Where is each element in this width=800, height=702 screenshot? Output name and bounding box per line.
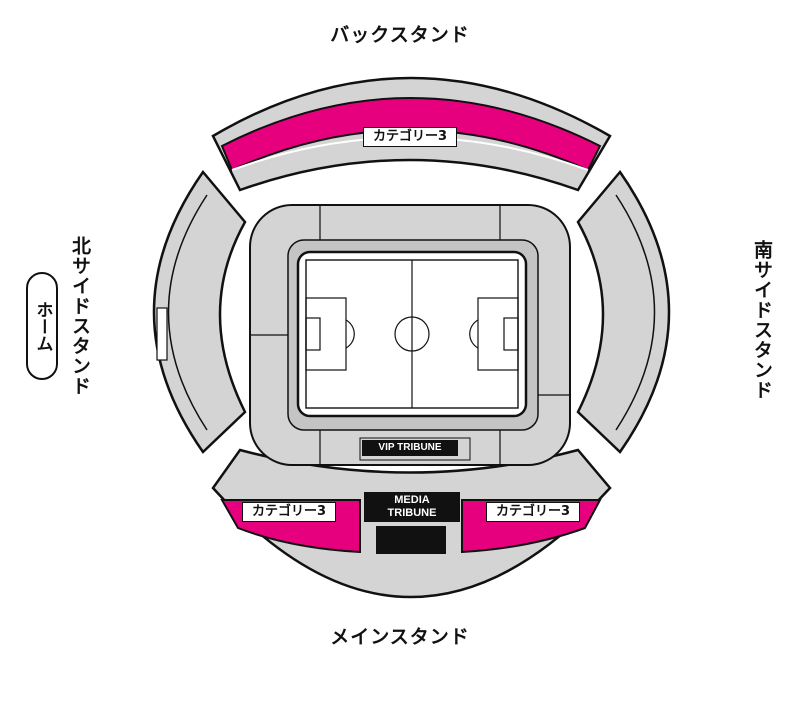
media-tribune-line2: TRIBUNE	[387, 507, 437, 519]
back-category-label: カテゴリー3	[363, 127, 457, 147]
south-side-stand[interactable]	[576, 169, 671, 454]
main-left-category-label: カテゴリー3	[242, 502, 336, 522]
back-stand-label: バックスタンド	[330, 24, 470, 46]
home-badge-label: ホーム	[32, 300, 53, 352]
media-tribune-line1: MEDIA	[394, 494, 430, 506]
south-side-stand-label: 南サイドスタンド	[751, 240, 773, 400]
pitch	[296, 250, 528, 418]
north-entrance-marker	[156, 307, 168, 361]
media-block	[376, 526, 446, 554]
main-stand-label: メインスタンド	[330, 626, 470, 648]
main-stand[interactable]	[211, 448, 612, 599]
north-side-stand[interactable]	[152, 169, 247, 454]
home-badge: ホーム	[26, 272, 58, 380]
media-tribune-label: MEDIA TRIBUNE	[364, 492, 460, 522]
main-right-category-label: カテゴリー3	[486, 502, 580, 522]
north-side-stand-label: 北サイドスタンド	[69, 236, 91, 396]
vip-tribune-label: VIP TRIBUNE	[362, 440, 458, 456]
